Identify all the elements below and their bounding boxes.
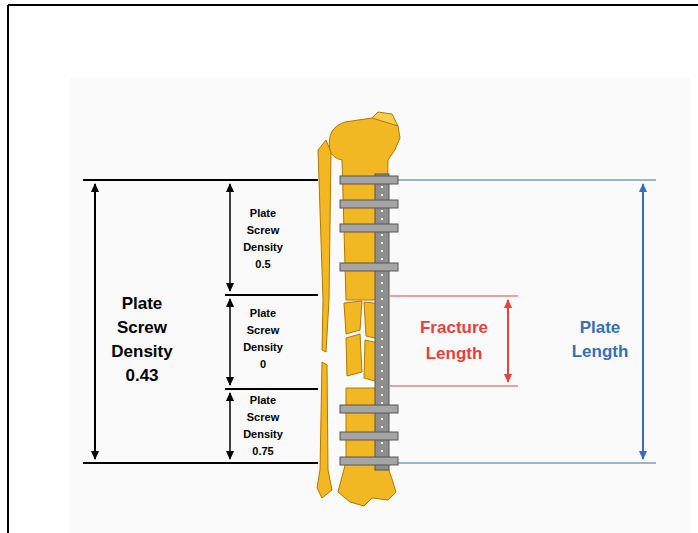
screw	[340, 200, 398, 208]
screw	[340, 405, 398, 413]
screw	[340, 432, 398, 440]
density-label: Plate Screw Density 0	[234, 305, 292, 373]
fracture-dimension	[390, 296, 518, 386]
screw	[340, 457, 398, 465]
tibia-illustration	[317, 112, 400, 506]
density-label: Plate Screw Density 0.5	[234, 205, 292, 273]
screw	[340, 224, 398, 232]
frame	[8, 5, 698, 533]
plate-dimension	[398, 180, 656, 463]
density-label: Plate Screw Density 0.75	[234, 392, 292, 460]
plate-length-label: Plate Length	[560, 316, 640, 364]
screw	[340, 263, 398, 271]
plate	[375, 174, 389, 470]
screws	[340, 176, 398, 465]
fracture-length-label: Fracture Length	[405, 315, 503, 367]
dimension-lines	[83, 180, 318, 463]
screw	[340, 176, 398, 184]
density-label: Plate Screw Density 0.43	[98, 292, 186, 388]
